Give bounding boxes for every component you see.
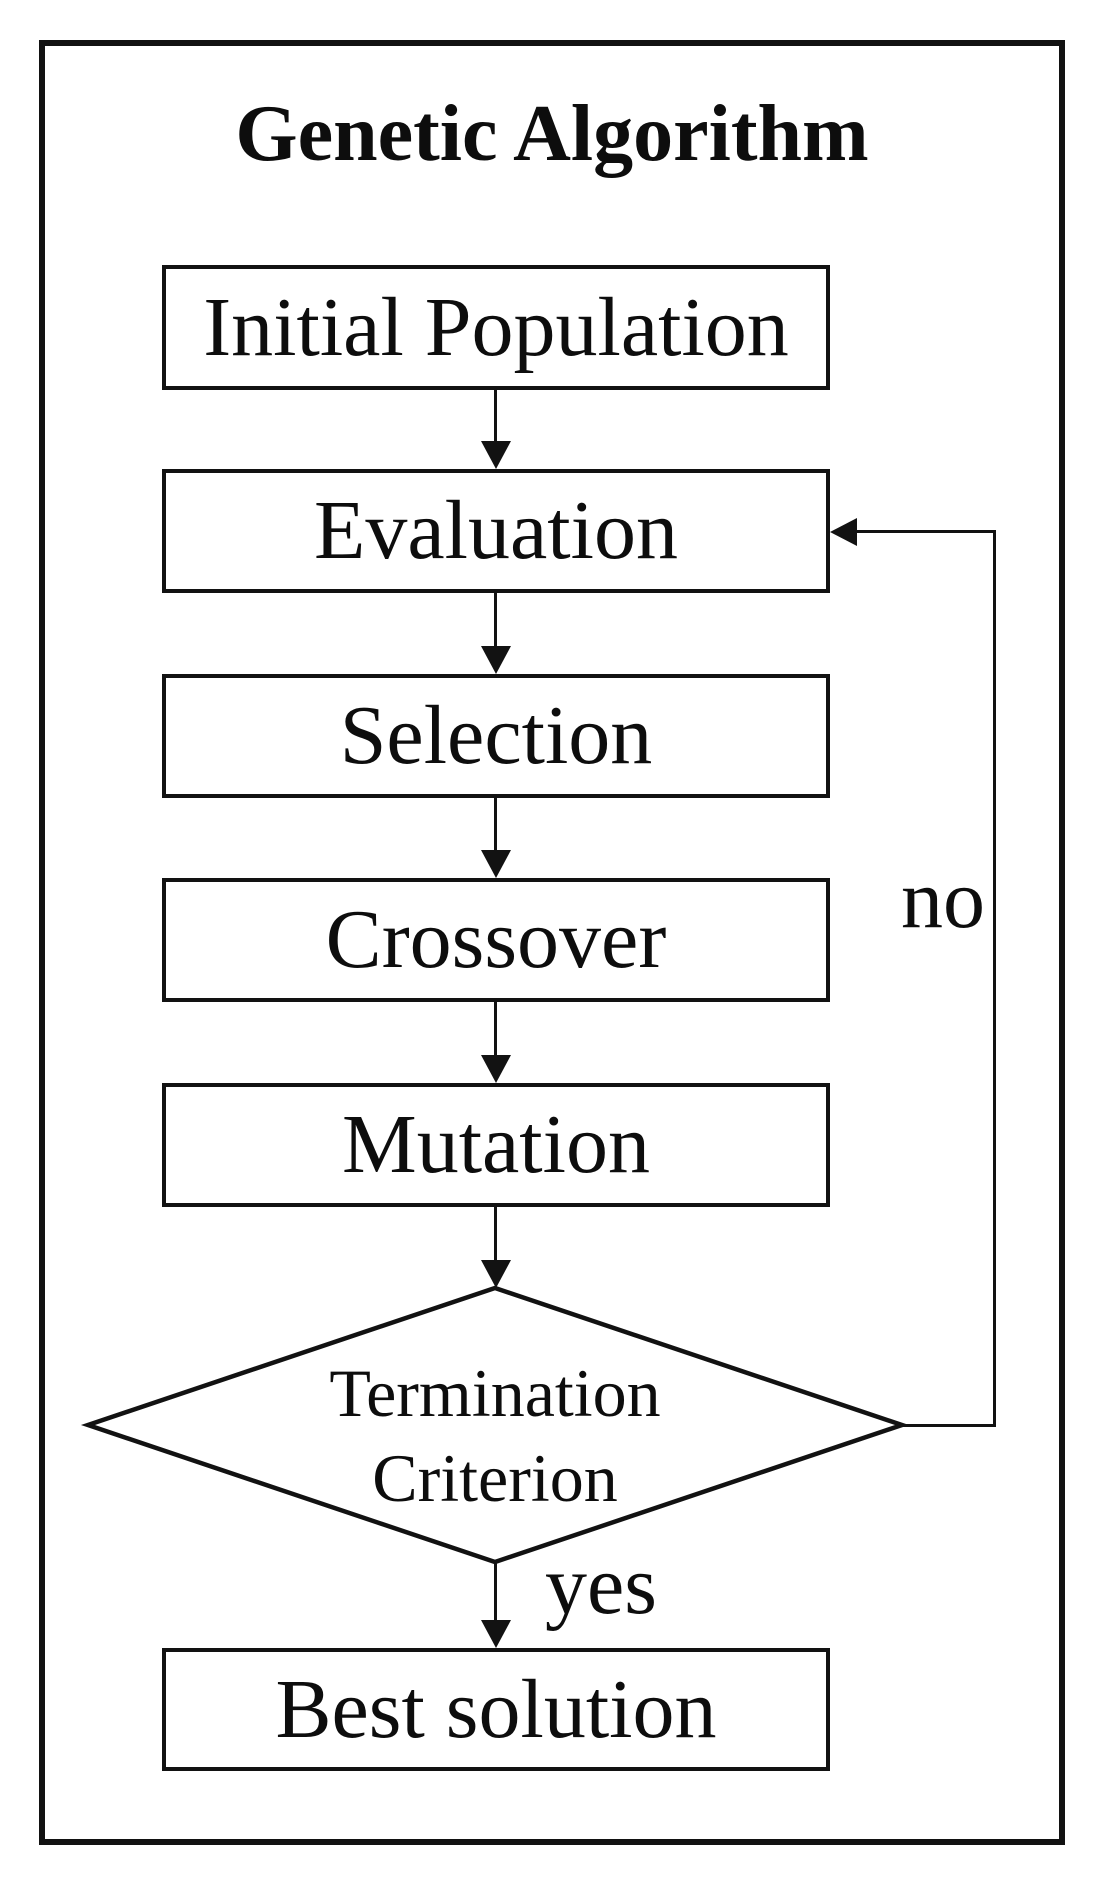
arrowhead-down-icon: [481, 441, 511, 469]
feedback-stub-line: [899, 1424, 996, 1427]
node-label: Selection: [339, 689, 653, 782]
diagram-title: Genetic Algorithm: [235, 90, 869, 178]
feedback-vertical-line: [993, 530, 996, 1427]
node-label: Best solution: [275, 1662, 717, 1756]
branch-label-no: no: [901, 853, 985, 946]
arrowhead-down-icon: [481, 1620, 511, 1648]
arrowhead-down-icon: [481, 1260, 511, 1288]
node-label: Mutation: [342, 1098, 650, 1191]
branch-label-yes: yes: [545, 1539, 657, 1632]
flow-line-mut-decision: [494, 1207, 497, 1266]
node-label: Evaluation: [314, 484, 678, 577]
node-best-solution: Best solution: [162, 1648, 830, 1771]
flow-line-sel-cross: [494, 798, 497, 856]
node-crossover: Crossover: [162, 878, 830, 1002]
flow-line-decision-best: [494, 1562, 497, 1626]
node-selection: Selection: [162, 674, 830, 798]
arrowhead-down-icon: [481, 850, 511, 878]
node-mutation: Mutation: [162, 1083, 830, 1207]
flow-line-eval-sel: [494, 593, 497, 652]
arrowhead-left-icon: [830, 518, 857, 546]
node-evaluation: Evaluation: [162, 469, 830, 593]
node-label: Crossover: [325, 893, 667, 986]
node-initial-population: Initial Population: [162, 265, 830, 390]
decision-label-line2: Criterion: [372, 1440, 618, 1516]
feedback-top-line: [852, 530, 996, 533]
flow-line-cross-mut: [494, 1002, 497, 1061]
flow-line-init-eval: [494, 390, 497, 447]
node-label: Initial Population: [203, 280, 789, 374]
decision-label-line1: Termination: [329, 1355, 661, 1431]
arrowhead-down-icon: [481, 1055, 511, 1083]
arrowhead-down-icon: [481, 646, 511, 674]
